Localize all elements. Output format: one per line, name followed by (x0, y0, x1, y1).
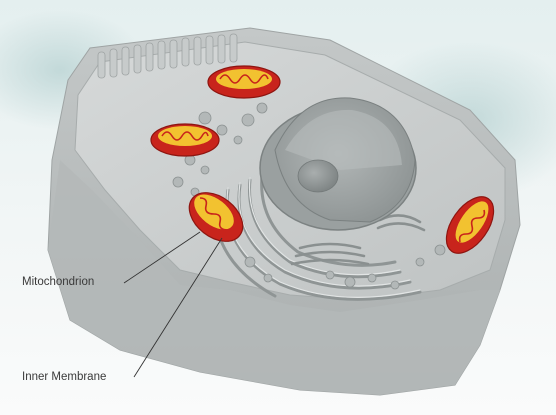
mitochondrion-left (151, 124, 219, 156)
inner-membrane-label: Inner Membrane (22, 371, 106, 383)
nucleolus (298, 160, 338, 192)
mitochondrion-top (208, 66, 280, 98)
mitochondrion-label: Mitochondrion (22, 276, 94, 288)
